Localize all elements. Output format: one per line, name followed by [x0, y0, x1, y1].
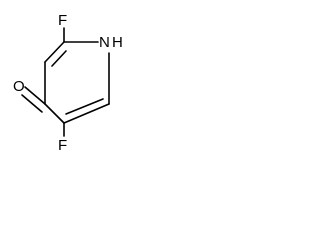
- bond-c4-o-double: [21, 94, 43, 113]
- structure-diagram: F F O N H: [13, 12, 123, 154]
- bond-c5-c6: [44, 41, 65, 63]
- bond-c2-c3: [63, 103, 110, 124]
- fluorine-top-label: F: [58, 12, 67, 29]
- oxygen-label: O: [13, 78, 25, 95]
- bond-c4-o: [24, 86, 46, 105]
- bonds: [21, 27, 110, 137]
- bond-c5-c6-double: [51, 50, 67, 67]
- nitrogen-label: N: [99, 34, 110, 51]
- bond-c3-c4: [44, 103, 65, 124]
- fluorine-bottom-label: F: [58, 137, 67, 154]
- nitrogen-hydrogen-label: H: [112, 34, 123, 51]
- bond-c2-c3-double: [65, 98, 104, 115]
